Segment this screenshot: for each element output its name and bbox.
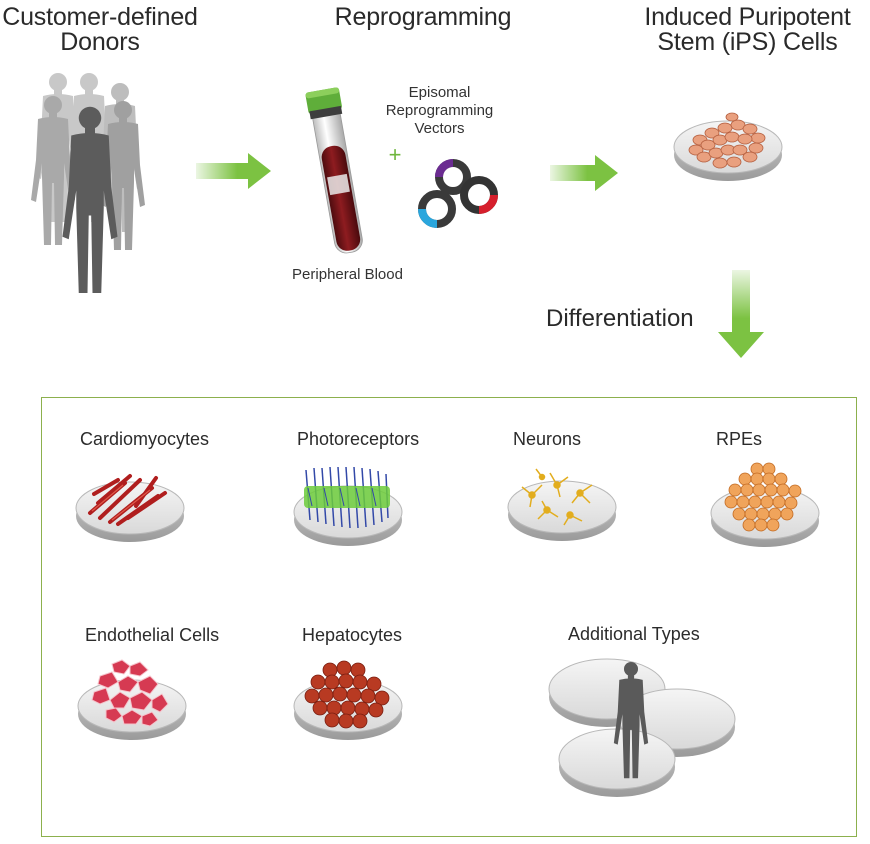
vectors-label-line3: Vectors: [414, 120, 465, 137]
differentiation-label: Differentiation: [546, 305, 694, 332]
label-rpes: RPEs: [716, 429, 763, 449]
ips-title: Induced Puripotent Stem (iPS) Cells: [625, 5, 870, 55]
photoreceptors-dish: [293, 466, 403, 546]
ips-title-line1: Induced Puripotent: [644, 3, 851, 31]
reprogramming-title: Reprogramming: [334, 3, 512, 31]
endothelial-dish: [77, 659, 187, 740]
label-neurons: Neurons: [513, 429, 582, 449]
plasmid-vectors-icon: [418, 159, 498, 228]
label-endothelial: Endothelial Cells: [85, 625, 220, 645]
donors-title: Customer-defined Donors: [0, 5, 200, 55]
arrow-differentiation: [718, 270, 764, 358]
ips-title-line2: Stem (iPS) Cells: [657, 28, 838, 56]
arrow-donors-to-reprogramming: [196, 153, 271, 189]
label-cardiomyocytes: Cardiomyocytes: [80, 429, 210, 449]
vectors-label-line1: Episomal: [408, 84, 471, 101]
vectors-label: Episomal Reprogramming Vectors: [372, 84, 507, 138]
cell-types-panel: [41, 397, 857, 837]
blood-tube-icon: [305, 87, 363, 254]
label-hepatocytes: Hepatocytes: [302, 625, 403, 645]
ips-cells-dish: [673, 112, 783, 181]
donors-title-line1: Customer-defined: [2, 3, 198, 31]
neurons-dish: [507, 468, 617, 541]
donors-title-line2: Donors: [60, 28, 140, 56]
donors-illustration: [31, 73, 145, 293]
cardiomyocytes-dish: [75, 474, 185, 542]
label-additional-types: Additional Types: [568, 624, 700, 644]
additional-types-dishes: [548, 658, 736, 797]
label-photoreceptors: Photoreceptors: [297, 429, 420, 449]
blood-label: Peripheral Blood: [292, 266, 403, 283]
vectors-label-line2: Reprogramming: [385, 102, 494, 119]
rpe-dish: [710, 462, 820, 547]
hepatocytes-dish: [293, 660, 403, 740]
arrow-reprogramming-to-ips: [550, 155, 618, 191]
plus-sign: +: [388, 142, 402, 167]
